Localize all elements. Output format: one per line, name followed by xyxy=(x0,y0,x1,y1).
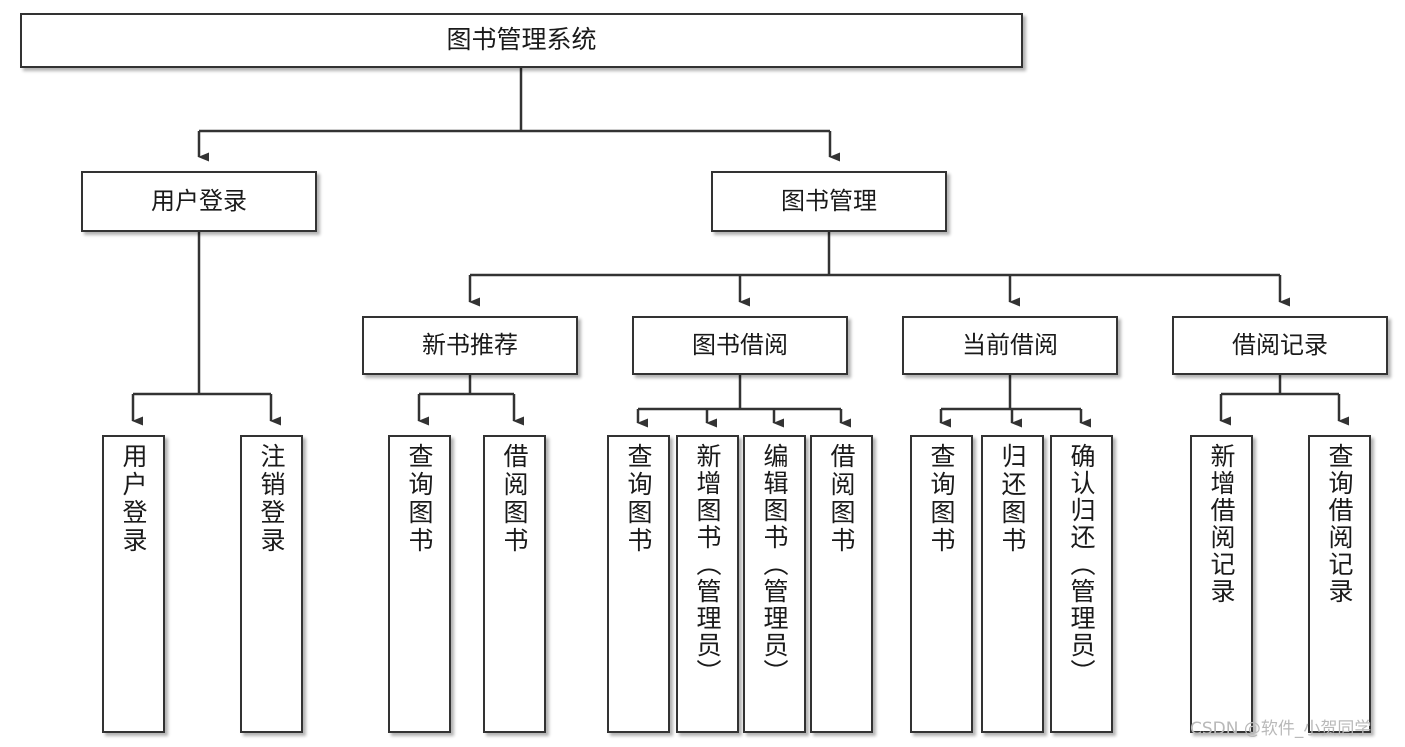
leaf-query-book-recommend[interactable]: 查询图书 xyxy=(388,435,451,733)
leaf-user-login[interactable]: 用户登录 xyxy=(102,435,165,733)
node-user-login[interactable]: 用户登录 xyxy=(81,171,317,232)
edge-root-to-level2 xyxy=(197,68,840,162)
node-label: 编辑图书（管理员） xyxy=(760,443,789,686)
node-book-manage[interactable]: 图书管理 xyxy=(711,171,947,232)
csdn-watermark: CSDN @软件_小贺同学 xyxy=(1190,719,1372,739)
node-label: 借阅图书 xyxy=(500,443,529,555)
node-new-book-recommend[interactable]: 新书推荐 xyxy=(362,316,578,375)
node-label: 用户登录 xyxy=(119,443,148,555)
leaf-add-book-admin[interactable]: 新增图书（管理员） xyxy=(676,435,739,733)
leaf-query-book-borrow[interactable]: 查询图书 xyxy=(607,435,670,733)
node-label: 新书推荐 xyxy=(422,330,518,359)
node-label: 确认归还（管理员） xyxy=(1067,443,1096,686)
edge-currentborrow-to-leaves xyxy=(939,375,1091,428)
node-book-borrow[interactable]: 图书借阅 xyxy=(632,316,848,375)
leaf-user-logout[interactable]: 注销登录 xyxy=(240,435,303,733)
leaf-edit-book-admin[interactable]: 编辑图书（管理员） xyxy=(743,435,806,733)
leaf-confirm-return-admin[interactable]: 确认归还（管理员） xyxy=(1050,435,1113,733)
leaf-add-borrow-record[interactable]: 新增借阅记录 xyxy=(1190,435,1253,733)
node-label: 用户登录 xyxy=(151,186,247,215)
edge-newbook-to-leaves xyxy=(417,375,524,426)
node-borrow-record[interactable]: 借阅记录 xyxy=(1172,316,1388,375)
node-label: 查询借阅记录 xyxy=(1325,443,1354,605)
leaf-borrow-book[interactable]: 借阅图书 xyxy=(810,435,873,733)
node-label: 借阅记录 xyxy=(1232,330,1328,359)
node-label: 图书管理系统 xyxy=(446,25,597,55)
node-label: 归还图书 xyxy=(998,443,1027,555)
node-label: 新增图书（管理员） xyxy=(693,443,722,686)
node-label: 当前借阅 xyxy=(962,330,1058,359)
leaf-query-book-current[interactable]: 查询图书 xyxy=(910,435,973,733)
leaf-query-borrow-record[interactable]: 查询借阅记录 xyxy=(1308,435,1371,733)
leaf-borrow-book-recommend[interactable]: 借阅图书 xyxy=(483,435,546,733)
node-label: 借阅图书 xyxy=(827,443,856,555)
node-label: 图书管理 xyxy=(781,186,877,215)
edge-bookborrow-to-leaves xyxy=(636,375,851,428)
node-label: 查询图书 xyxy=(405,443,434,555)
node-current-borrow[interactable]: 当前借阅 xyxy=(902,316,1118,375)
edge-bookmanage-to-level3 xyxy=(468,232,1290,307)
edge-borrowrecord-to-leaves xyxy=(1219,375,1349,426)
edge-userlogin-to-leaves xyxy=(131,232,281,426)
node-label: 查询图书 xyxy=(624,443,653,555)
leaf-return-book[interactable]: 归还图书 xyxy=(981,435,1044,733)
node-label: 新增借阅记录 xyxy=(1207,443,1236,605)
node-label: 查询图书 xyxy=(927,443,956,555)
node-label: 图书借阅 xyxy=(692,330,788,359)
node-label: 注销登录 xyxy=(257,443,286,555)
node-root-system[interactable]: 图书管理系统 xyxy=(20,13,1023,68)
